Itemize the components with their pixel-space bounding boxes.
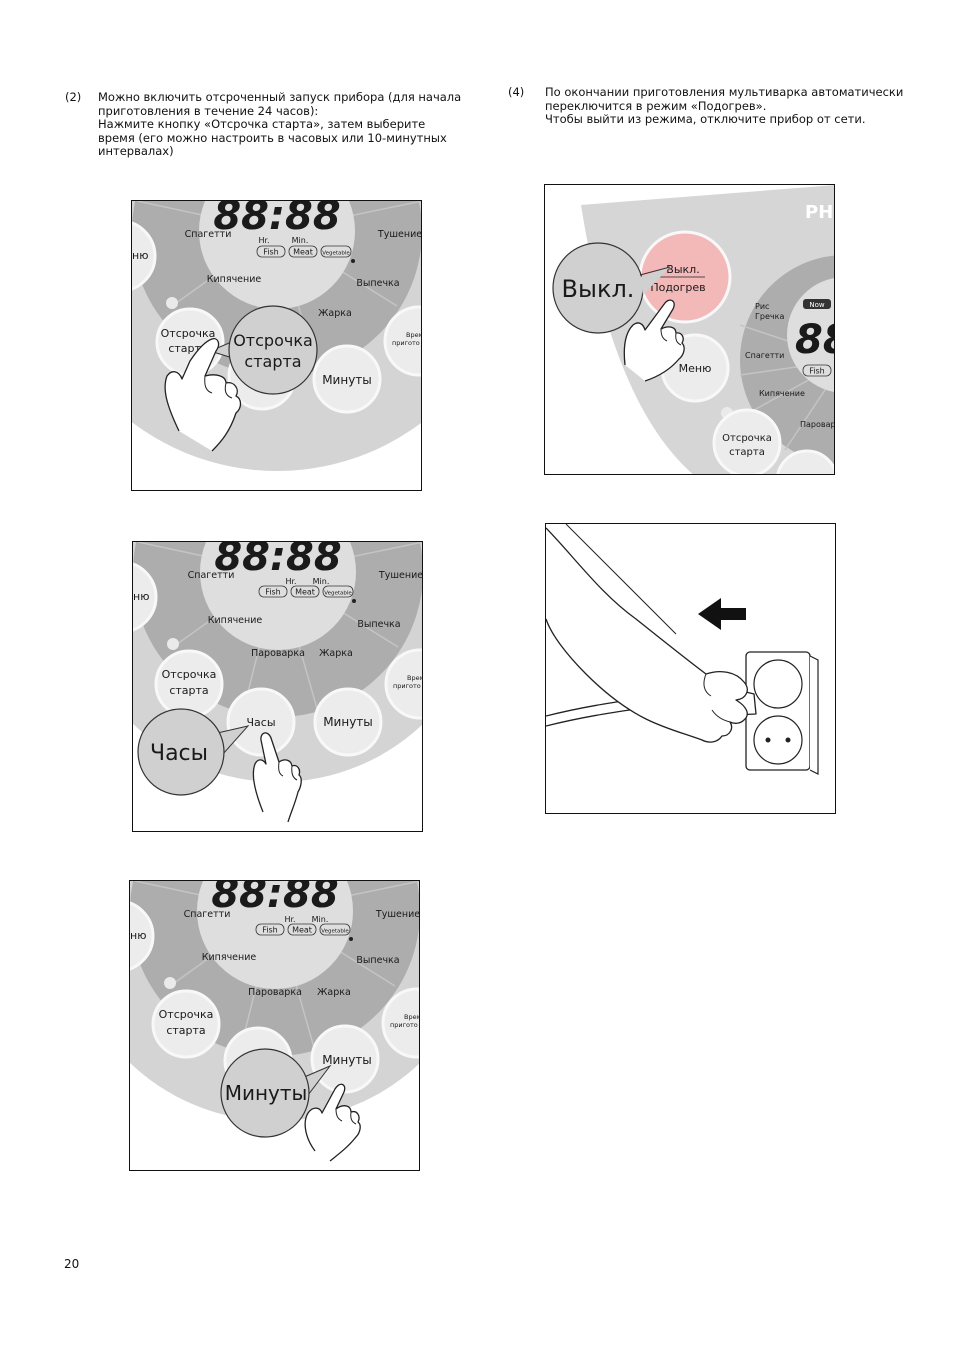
- minutes-button-label: Минуты: [322, 373, 372, 387]
- figure-delay-start: 88:88 Hr. Min. Fish Meat Vegetable Спаге…: [131, 200, 422, 491]
- lcd-display: 88:88: [795, 317, 835, 363]
- mode-stewing: Тушение: [375, 909, 420, 920]
- vegetable-label: Vegetable: [322, 251, 350, 257]
- mode-frying: Жарка: [317, 987, 351, 998]
- step-line: Нажмите кнопку «Отсрочка старта», затем …: [98, 117, 426, 131]
- mode-baking: Выпечка: [357, 619, 400, 630]
- callout-minutes: Минуты: [225, 1081, 308, 1105]
- cooking-time-label-line2: пригото: [393, 682, 421, 690]
- menu-button-label: ню: [130, 929, 146, 942]
- figure-unplug: [545, 523, 836, 814]
- step-text: Можно включить отсроченный запуск прибор…: [98, 90, 462, 159]
- lcd-display: 88:88: [213, 201, 340, 239]
- mode-baking: Выпечка: [356, 955, 399, 966]
- vegetable-label: Vegetable: [321, 929, 349, 935]
- hr-label: Hr.: [285, 577, 296, 586]
- now-label: Now: [809, 301, 825, 309]
- cooking-time-label-line2: пригото: [390, 1021, 418, 1029]
- mode-boiling: Кипячение: [208, 615, 263, 626]
- mode-steaming: Пароварка: [251, 648, 305, 659]
- step-number: (2): [65, 90, 82, 104]
- hours-button-label: Часы: [246, 716, 275, 729]
- mode-baking: Выпечка: [356, 278, 399, 289]
- mode-frying: Жарка: [318, 308, 352, 319]
- hr-label: Hr.: [284, 915, 295, 924]
- step-line: приготовления в течение 24 часов):: [98, 103, 319, 118]
- cooking-time-label-line1: Врем: [404, 1013, 420, 1021]
- mode-buckwheat: Гречка: [755, 312, 784, 321]
- mode-spaghetti: Спагетти: [188, 570, 235, 581]
- mode-stewing: Тушение: [377, 229, 422, 240]
- minutes-button-label: Минуты: [322, 1053, 372, 1067]
- meat-label: Meat: [293, 248, 313, 257]
- fish-label: Fish: [809, 367, 824, 376]
- fish-label: Fish: [263, 248, 278, 257]
- callout-delay-line2: старта: [244, 352, 301, 371]
- lcd-display: 88:88: [214, 542, 341, 580]
- delay-start-button-line1: Отсрочка: [722, 433, 772, 444]
- pressing-hand-icon: [164, 338, 242, 452]
- minutes-button-label: Минуты: [323, 715, 373, 729]
- menu-button-label: Меню: [679, 362, 712, 375]
- cooking-time-label-line2: пригото: [392, 339, 420, 347]
- mode-steaming: Пароварка: [248, 987, 302, 998]
- step-text: По окончании приготовления мультиварка а…: [545, 85, 904, 127]
- mode-spaghetti: Спагетти: [745, 351, 784, 360]
- delay-start-button-line2: старта: [729, 447, 765, 458]
- delay-start-button-line2: старта: [166, 1024, 205, 1037]
- step-line: время (его можно настроить в часовых или…: [98, 130, 447, 145]
- delay-start-button-line1: Отсрочка: [162, 668, 217, 681]
- mode-spaghetti: Спагетти: [184, 909, 231, 920]
- cooking-time-label-line1: Врем: [406, 331, 422, 339]
- lcd-display: 88:88: [211, 881, 338, 917]
- min-label: Min.: [313, 577, 330, 586]
- off-button-label: Выкл.: [666, 263, 699, 276]
- min-label: Min.: [312, 915, 329, 924]
- delay-start-button-line2: старта: [169, 684, 208, 697]
- min-label: Min.: [292, 236, 309, 245]
- step-line: Чтобы выйти из режима, отключите прибор …: [545, 112, 866, 126]
- mode-boiling: Кипячение: [207, 274, 262, 285]
- fish-label: Fish: [265, 588, 280, 597]
- delay-start-button-line1: Отсрочка: [161, 327, 216, 340]
- delay-start-button-line1: Отсрочка: [159, 1008, 214, 1021]
- wall-socket-icon: [745, 651, 819, 775]
- figure-off-warm: PH Now 88:88 Fish Рис Гречка Спагетти Ки…: [544, 184, 835, 475]
- cooking-time-label-line1: Врем: [407, 674, 423, 682]
- step-line: интервалах): [98, 144, 174, 158]
- menu-button-label: ню: [133, 590, 149, 603]
- step-line: переключится в режим «Подогрев».: [545, 98, 767, 113]
- warm-button-label: Подогрев: [650, 281, 705, 294]
- mode-steaming: Паровар: [800, 420, 835, 429]
- mode-rice: Рис: [755, 302, 769, 311]
- figure-hours: 88:88 Hr. Min. Fish Meat Vegetable Спаге…: [132, 541, 423, 832]
- hand-pulling-plug-icon: [546, 524, 748, 743]
- step-line: По окончании приготовления мультиварка а…: [545, 85, 904, 99]
- pressing-hand-icon: [623, 299, 685, 382]
- callout-hours: Часы: [150, 741, 208, 766]
- mode-boiling: Кипячение: [759, 389, 805, 398]
- page-number: 20: [64, 1257, 80, 1271]
- callout-off: Выкл.: [562, 275, 635, 303]
- step-number: (4): [508, 85, 525, 99]
- meat-label: Meat: [292, 926, 312, 935]
- callout-delay-line1: Отсрочка: [233, 331, 313, 350]
- menu-button-label: ню: [132, 249, 148, 262]
- vegetable-label: Vegetable: [324, 591, 352, 597]
- pressing-hand-icon: [252, 732, 302, 823]
- mode-stewing: Тушение: [378, 570, 423, 581]
- meat-label: Meat: [295, 588, 315, 597]
- mode-frying: Жарка: [319, 648, 353, 659]
- pressing-hand-icon: [304, 1083, 361, 1162]
- brand-logo: PH: [805, 202, 833, 223]
- hr-label: Hr.: [258, 236, 269, 245]
- figure-minutes: 88:88 Hr. Min. Fish Meat Vegetable Спаге…: [129, 880, 420, 1171]
- step-line: Можно включить отсроченный запуск прибор…: [98, 90, 462, 104]
- mode-boiling: Кипячение: [202, 952, 257, 963]
- fish-label: Fish: [262, 926, 277, 935]
- mode-spaghetti: Спагетти: [185, 229, 232, 240]
- arrow-left-icon: [698, 598, 746, 630]
